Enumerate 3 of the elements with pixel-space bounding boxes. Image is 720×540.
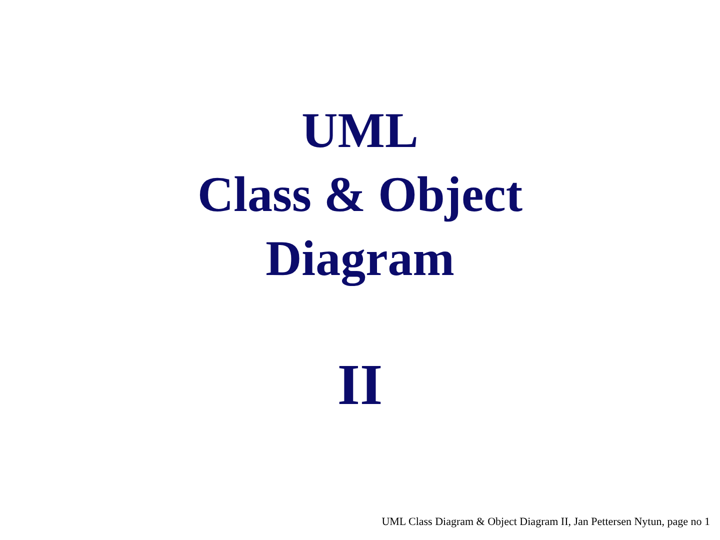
footer-text: UML Class Diagram & Object Diagram II, Jan Pettersen Nytun, page no 1 [382,516,710,528]
slide-title: UML Class & Object Diagram [196,101,524,288]
part-number: II [336,351,384,419]
